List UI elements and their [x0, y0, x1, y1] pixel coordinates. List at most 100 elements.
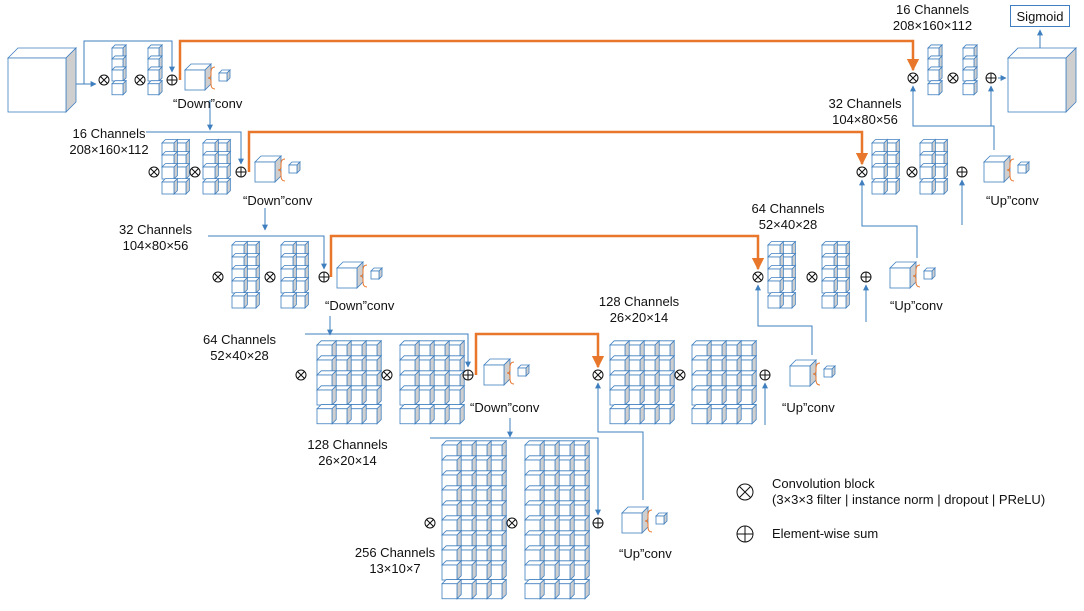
- conv-cross: [808, 273, 816, 281]
- enc4-block-2: [399, 339, 466, 425]
- legend-conv-detail: (3×3×3 filter | instance norm | dropout …: [772, 492, 1046, 507]
- dec3-conv-2: [806, 271, 818, 283]
- dec3-sum: [860, 271, 872, 283]
- cube-side: [173, 177, 178, 195]
- feature-cube: [441, 578, 463, 600]
- cube-front: [202, 166, 216, 180]
- cube-front: [280, 295, 294, 309]
- enc3-block-1: [231, 240, 261, 309]
- cube-front: [823, 368, 833, 378]
- cube-side: [185, 162, 190, 180]
- cube-front: [254, 161, 276, 183]
- cube-front: [231, 295, 245, 309]
- conv-cube-large: [336, 261, 364, 289]
- conv-cross: [383, 371, 391, 379]
- dimension-text: 52×40×28: [210, 348, 269, 363]
- feature-cube: [962, 65, 979, 82]
- cube-side: [243, 276, 248, 294]
- cube-side: [226, 177, 231, 195]
- cube-front: [1017, 164, 1027, 174]
- cube-side: [304, 276, 309, 294]
- enc5-up-conv: [621, 506, 668, 534]
- cube-front: [691, 408, 708, 425]
- cube-front: [871, 181, 885, 195]
- dec2-up-path: [910, 85, 995, 150]
- cube-side: [895, 177, 900, 195]
- cube-top: [1007, 47, 1077, 59]
- decoder-level-2-label: 32 Channels 104×80×56: [815, 96, 915, 128]
- sum-plus: [167, 75, 177, 85]
- cube-front: [111, 69, 124, 82]
- dec2-conv-1: [856, 166, 868, 178]
- enc1-conv-1: [98, 74, 110, 86]
- conv-cross: [214, 273, 222, 281]
- feature-cube: [111, 65, 128, 82]
- cube-side: [779, 291, 784, 309]
- channel-count: 32 Channels: [119, 222, 192, 237]
- feature-cube: [962, 54, 979, 71]
- feature-cube: [524, 578, 546, 600]
- skip-connection-4: [474, 332, 605, 375]
- feature-cube: [767, 291, 785, 309]
- cube-front: [483, 364, 505, 386]
- skip-connection-1: [178, 39, 920, 80]
- cube-front: [524, 564, 541, 581]
- enc5-conv-2: [506, 517, 518, 529]
- conv-cube-small: [655, 512, 668, 525]
- dimension-text: 104×80×56: [122, 238, 189, 253]
- conv-cross: [676, 371, 684, 379]
- skip-connection-2: [247, 130, 869, 172]
- cube-side: [931, 177, 936, 195]
- enc1-block-1: [111, 43, 128, 96]
- legend-conv-icon: [736, 483, 754, 501]
- conv-bracket: [644, 509, 653, 533]
- dec2-block-2: [919, 138, 949, 195]
- cube-front: [767, 280, 781, 294]
- feature-cube: [962, 79, 979, 96]
- enc4-conv-2: [381, 369, 393, 381]
- enc4-residual: [305, 333, 471, 368]
- conv-cube-small: [218, 69, 231, 82]
- cube-front: [399, 408, 416, 425]
- feature-cube: [161, 177, 179, 195]
- cube-side: [943, 177, 948, 195]
- cube-side: [943, 162, 948, 180]
- enc2-conv-2: [189, 166, 201, 178]
- feature-cube: [927, 79, 944, 96]
- enc1-residual: [76, 40, 175, 85]
- cube-front: [184, 69, 206, 91]
- cube-side: [255, 291, 260, 309]
- cube-side: [791, 291, 796, 309]
- feature-cube: [919, 177, 937, 195]
- cube-front: [161, 166, 175, 180]
- sum-plus: [957, 167, 967, 177]
- dec4-sum: [759, 369, 771, 381]
- conv-cross: [297, 371, 305, 379]
- dec3-block-2: [821, 240, 851, 309]
- encoder-level-2-label: 32 Channels 104×80×56: [103, 222, 208, 254]
- cube-side: [883, 162, 888, 180]
- cube-front: [821, 295, 835, 309]
- conv-bracket: [812, 362, 821, 386]
- conv-cross: [100, 76, 108, 84]
- cube-front: [821, 280, 835, 294]
- cube-side: [122, 79, 127, 96]
- conv-cross: [426, 519, 434, 527]
- encoder-level-1-label: 16 Channels 208×160×112: [54, 126, 164, 158]
- cube-side: [833, 276, 838, 294]
- dimension-text: 208×160×112: [892, 18, 973, 33]
- channel-count: 128 Channels: [598, 294, 680, 309]
- enc2-conv-1: [148, 166, 160, 178]
- input-volume: [7, 47, 77, 113]
- feature-cube: [441, 559, 463, 581]
- conv-cross: [136, 76, 144, 84]
- enc3-conv-1: [212, 271, 224, 283]
- dec3-block-1: [767, 240, 797, 309]
- legend-conv-title: Convolution block: [772, 476, 875, 491]
- enc5-conv-1: [424, 517, 436, 529]
- cube-side: [938, 79, 943, 96]
- dec1-conv-1: [907, 72, 919, 84]
- dec4-conv-2: [674, 369, 686, 381]
- cube-side: [255, 276, 260, 294]
- cube-front: [871, 166, 885, 180]
